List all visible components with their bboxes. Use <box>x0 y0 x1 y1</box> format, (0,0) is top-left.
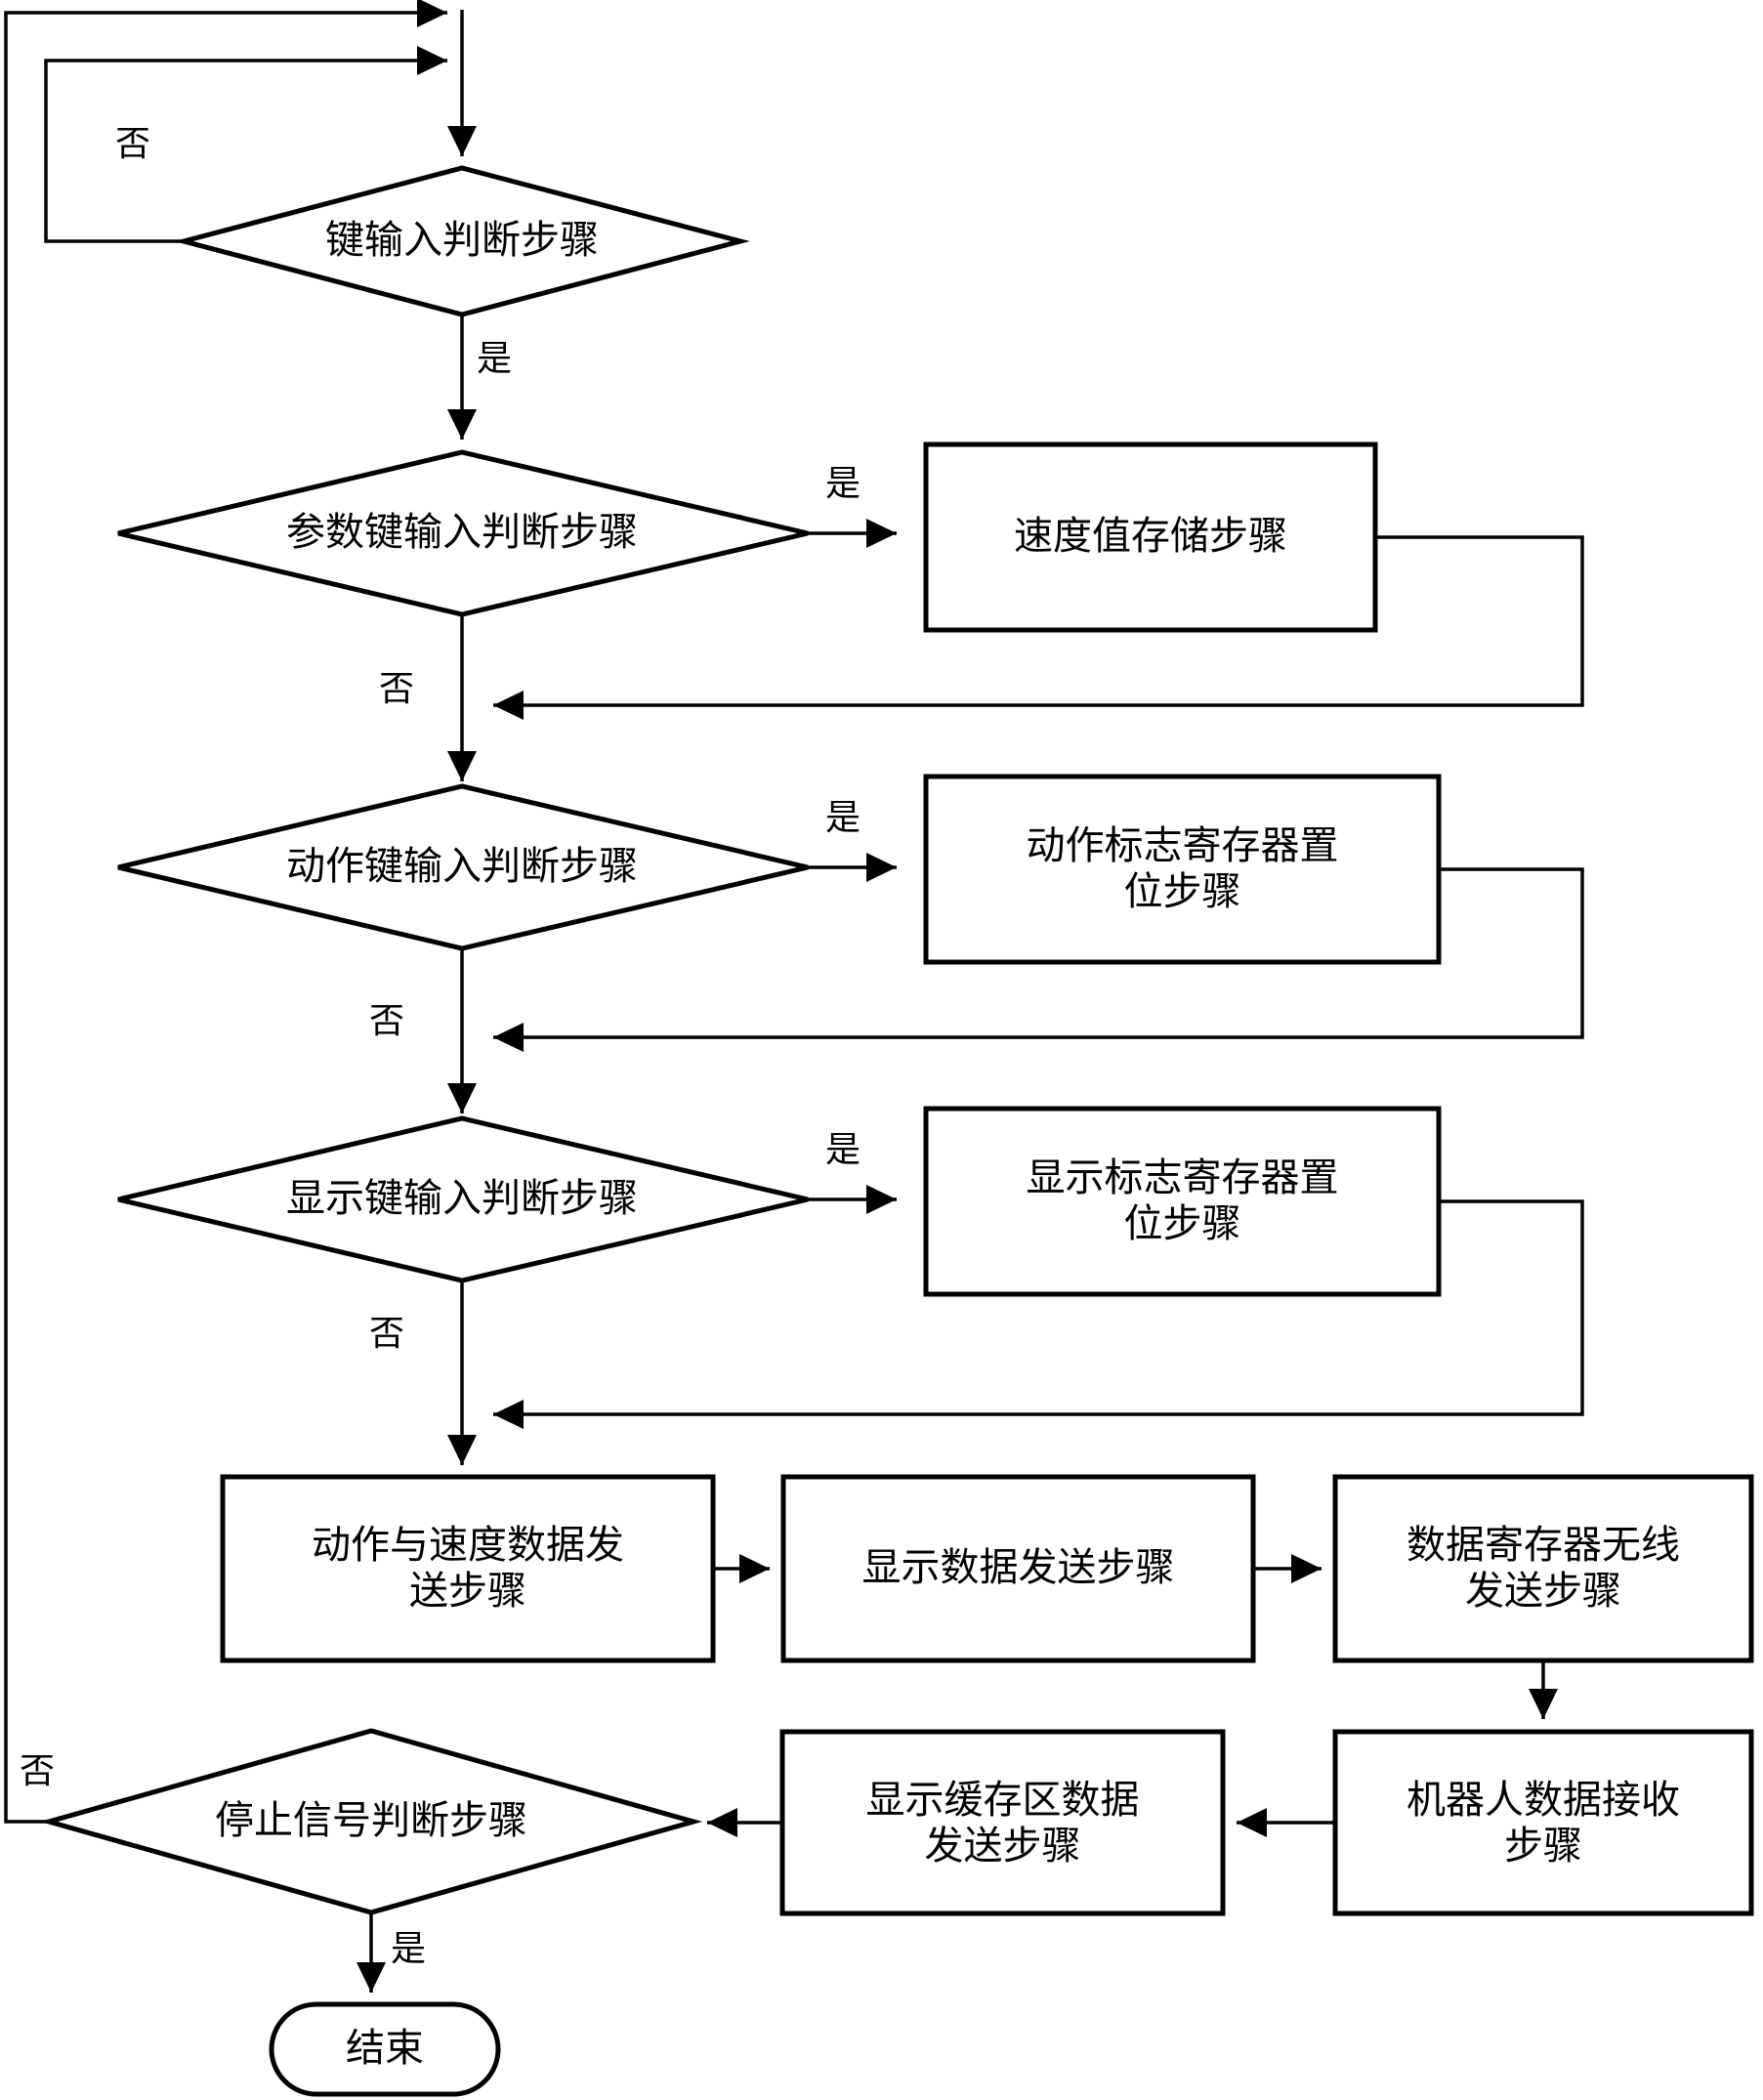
edge-p1-return <box>493 535 1584 720</box>
edge-p3-return <box>493 1199 1584 1429</box>
shape-end <box>269 2001 501 2097</box>
edge-label-d5-no: 否 <box>20 1751 56 1791</box>
shape-d4 <box>117 1115 809 1283</box>
shape-d3 <box>117 783 809 951</box>
edge-label-d5-yes: 是 <box>391 1929 427 1969</box>
edge-label-d1-no: 否 <box>115 124 151 164</box>
edge-label-d2-yes: 是 <box>825 464 861 504</box>
shape-p2 <box>923 774 1442 965</box>
edge-d5-no-loop <box>4 0 447 1824</box>
shape-d5 <box>39 1728 703 1915</box>
shape-p1 <box>923 441 1378 633</box>
shape-p3 <box>923 1106 1442 1297</box>
edge-label-d4-yes: 是 <box>825 1130 861 1170</box>
shape-p5 <box>780 1474 1256 1663</box>
shape-d2 <box>117 449 809 617</box>
edge-label-d2-no: 否 <box>379 669 415 709</box>
shape-p8 <box>779 1729 1226 1916</box>
edge-label-d4-no: 否 <box>369 1314 405 1354</box>
edge-d1-no <box>44 46 447 243</box>
edge-label-d1-yes: 是 <box>477 339 513 379</box>
edge-p2-return <box>493 867 1584 1052</box>
shape-p6 <box>1332 1474 1754 1663</box>
edge-label-d3-yes: 是 <box>825 798 861 838</box>
shape-p4 <box>220 1474 716 1663</box>
shape-d1 <box>174 165 750 317</box>
edge-label-d3-no: 否 <box>369 1001 405 1041</box>
shape-p7 <box>1332 1729 1754 1916</box>
